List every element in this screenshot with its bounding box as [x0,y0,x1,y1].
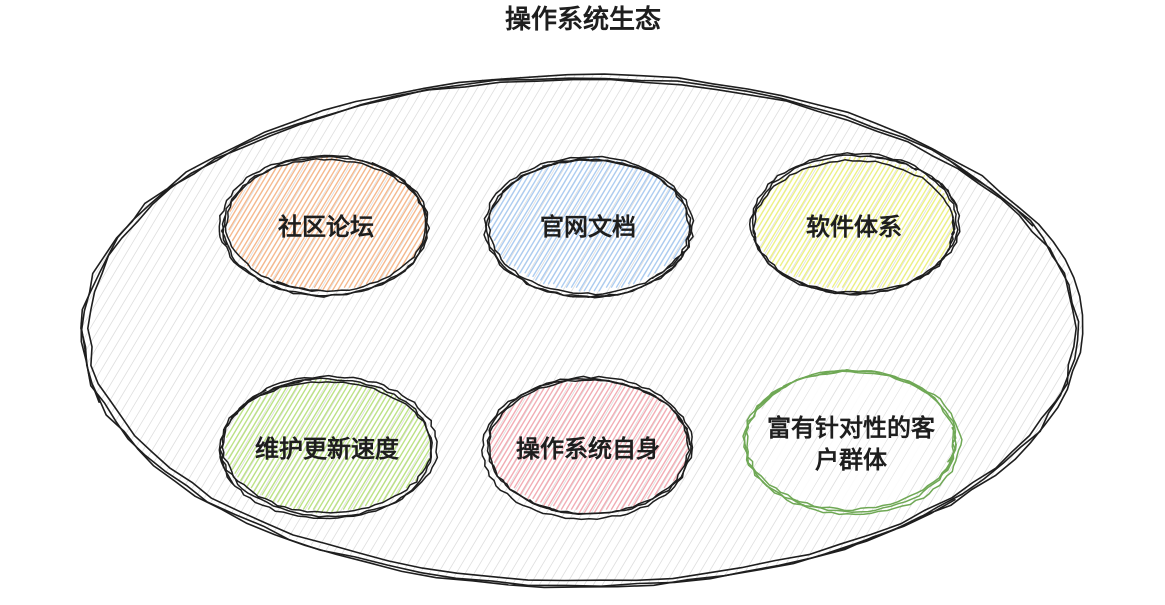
node-label-line: 社区论坛 [278,213,374,241]
node-label-line: 操作系统自身 [516,435,660,463]
svg-text:操作系统自身: 操作系统自身 [516,435,660,463]
node-group: 社区论坛 官网文档 软件体系 维护更新速度 操作系统自身 富有针对性的客户群体 [218,152,963,521]
svg-text:社区论坛: 社区论坛 [278,213,374,241]
svg-text:软件体系: 软件体系 [806,213,902,241]
node-label-line: 富有针对性的客 [767,414,936,442]
node-label-line: 维护更新速度 [255,435,400,463]
node-label-line: 软件体系 [806,213,902,241]
svg-text:维护更新速度: 维护更新速度 [255,435,400,463]
node-software-system: 软件体系 [748,152,961,296]
node-official-docs: 官网文档 [483,155,695,299]
node-community-forum: 社区论坛 [218,154,431,298]
svg-text:官网文档: 官网文档 [540,213,636,241]
diagram-title: 操作系统生态 [505,4,661,35]
node-maintenance-speed: 维护更新速度 [218,374,439,520]
svg-text:富有针对性的客户群体: 富有针对性的客户群体 [767,414,936,474]
node-label-line: 官网文档 [540,213,636,241]
node-target-customers: 富有针对性的客户群体 [742,368,963,516]
node-os-itself: 操作系统自身 [481,375,694,521]
node-label-line: 户群体 [815,446,888,474]
